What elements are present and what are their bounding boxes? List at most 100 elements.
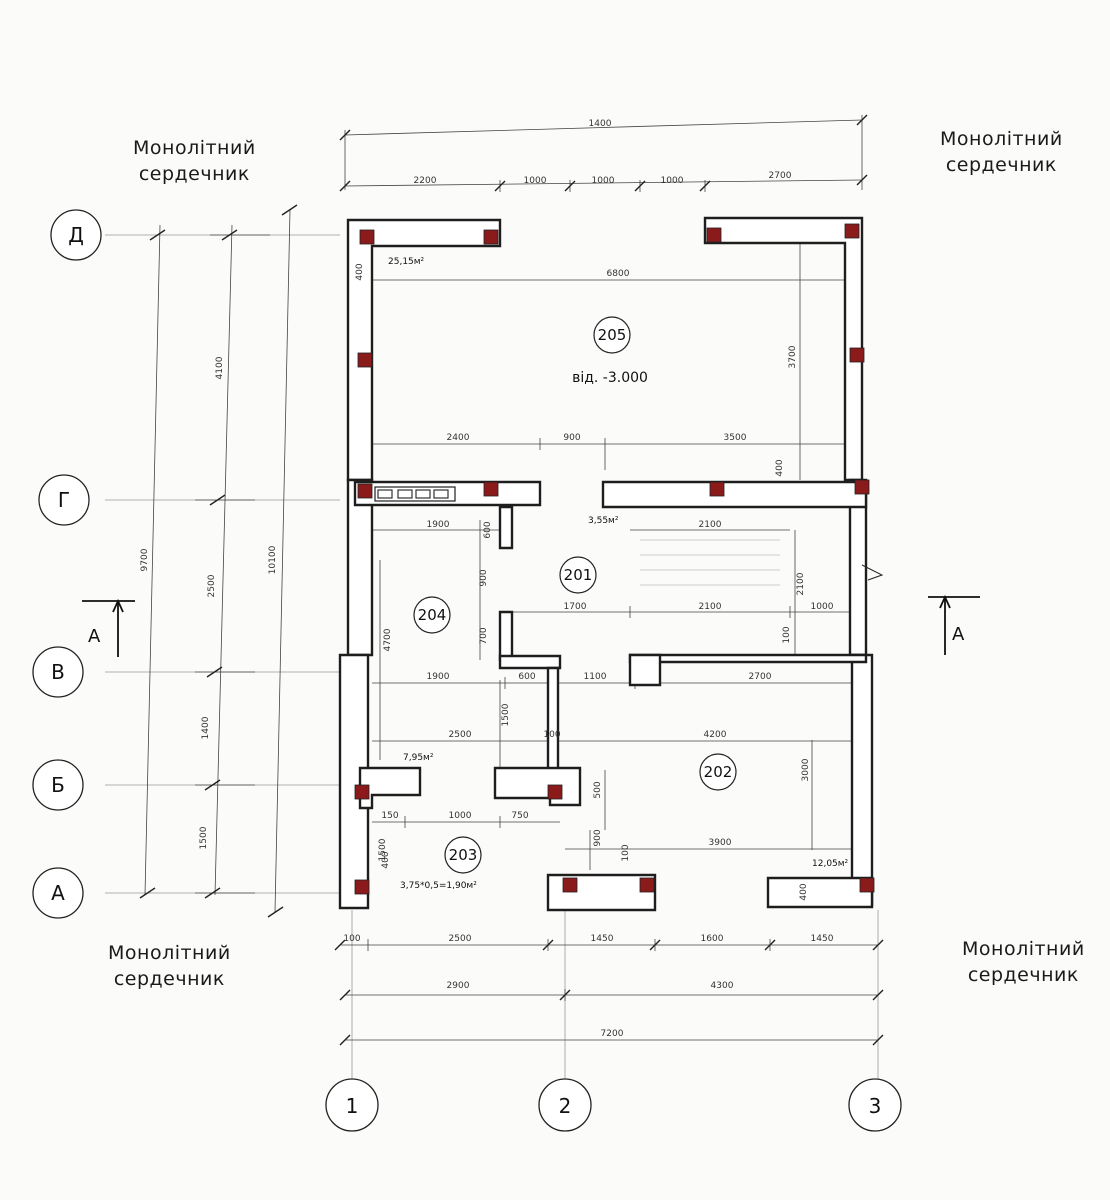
columns-group	[354, 223, 875, 895]
axis-markers	[32, 209, 902, 1132]
dim-7200: 7200	[601, 1029, 624, 1039]
dim-2100-a: 2100	[699, 520, 722, 530]
dim-bottom-2: 2500	[449, 934, 472, 944]
core-label-bottom-left: Монолітний сердечник	[108, 942, 231, 990]
wall-right-lower	[850, 653, 874, 907]
partition-1	[498, 505, 514, 550]
dim-left-4100: 4100	[215, 356, 225, 379]
dim-v-4700: 4700	[383, 628, 393, 651]
room-number-204: 204	[418, 606, 447, 624]
dim-v-600: 600	[483, 521, 493, 538]
axis-circle-col-2	[538, 1078, 592, 1132]
axis-label-row-g: Г	[58, 488, 70, 512]
wall-a-right	[766, 876, 874, 909]
dim-900: 900	[563, 433, 580, 443]
wall-top-right	[703, 216, 864, 482]
dim-left-1500: 1500	[199, 826, 209, 849]
wall-b-left	[358, 766, 422, 810]
partition-4	[546, 666, 560, 772]
dim-left-10100: 10100	[268, 545, 278, 574]
dim-top-5: 2700	[769, 171, 792, 181]
section-label-right: А	[952, 624, 965, 645]
dim-top-2: 1000	[524, 176, 547, 186]
concrete-column	[357, 352, 373, 368]
dim-v-1500-b: 1500	[378, 838, 388, 861]
cabinet-units	[377, 489, 449, 499]
concrete-column	[359, 229, 375, 245]
stair-hatching	[640, 539, 780, 586]
section-label-left: А	[88, 626, 101, 647]
dim-bottom-5: 1450	[811, 934, 834, 944]
dim-v-2100: 2100	[796, 572, 806, 595]
dim-v-400-c: 400	[775, 459, 785, 476]
core-label-bottom-right: Монолітний сердечник	[962, 938, 1085, 986]
room-markers	[413, 316, 737, 874]
dim-1700: 1700	[564, 602, 587, 612]
axis-circle-row-d	[50, 209, 102, 261]
dim-v-400-a: 400	[355, 263, 365, 280]
dim-1100: 1100	[584, 672, 607, 682]
concrete-column	[357, 483, 373, 499]
partition-3	[498, 654, 562, 670]
dim-left-9700: 9700	[140, 548, 150, 571]
concrete-column	[562, 877, 578, 893]
axis-circle-row-v	[32, 646, 84, 698]
dim-v-500: 500	[593, 781, 603, 798]
axis-label-col-3: 3	[869, 1094, 882, 1118]
dim-top-total: 1400	[589, 119, 612, 129]
wall-left-upper	[346, 478, 374, 657]
concrete-column	[354, 784, 370, 800]
area-201: 3,55м²	[588, 516, 619, 526]
axis-circle-row-b	[32, 759, 84, 811]
room-number-201: 201	[564, 566, 593, 584]
dim-2500-a: 2500	[449, 730, 472, 740]
area-204: 7,95м²	[403, 753, 434, 763]
concrete-column	[483, 481, 499, 497]
concrete-column	[354, 879, 370, 895]
dim-3500: 3500	[724, 433, 747, 443]
dim-4300: 4300	[711, 981, 734, 991]
dim-bottom-4: 1600	[701, 934, 724, 944]
core-label-top-right: Монолітний сердечник	[940, 128, 1063, 176]
shaft-box	[628, 653, 662, 687]
axis-label-row-d: Д	[68, 223, 84, 247]
wall-b-mid	[493, 766, 582, 807]
dim-left-1400: 1400	[201, 716, 211, 739]
dimension-ticks	[139, 114, 884, 1046]
concrete-column	[859, 877, 875, 893]
area-205: 25,15м²	[388, 257, 425, 267]
area-203: 3,75*0,5=1,90м²	[400, 881, 477, 891]
dim-1000-b: 1000	[449, 811, 472, 821]
dimension-lines	[144, 115, 878, 1041]
wall-v-line	[628, 653, 868, 664]
dim-v-900-b: 900	[593, 829, 603, 846]
dim-top-1: 2200	[414, 176, 437, 186]
dim-v-400-b: 400	[381, 851, 391, 868]
room-number-202: 202	[704, 763, 733, 781]
dim-600: 600	[518, 672, 535, 682]
dim-bottom-1: 100	[343, 934, 360, 944]
dim-150: 150	[381, 811, 398, 821]
concrete-column	[706, 227, 722, 243]
axis-label-row-b: Б	[51, 773, 65, 797]
axis-label-row-a: А	[51, 881, 65, 905]
dim-v-1500-a: 1500	[501, 703, 511, 726]
concrete-column	[844, 223, 860, 239]
dim-2100-b: 2100	[699, 602, 722, 612]
walls	[338, 216, 874, 912]
dim-bottom-3: 1450	[591, 934, 614, 944]
axis-circle-col-3	[848, 1078, 902, 1132]
area-202: 12,05м²	[812, 859, 849, 869]
dim-v-100-a: 100	[621, 844, 631, 861]
concrete-column	[849, 347, 865, 363]
dim-v-100-b: 100	[782, 626, 792, 643]
axis-circle-row-a	[32, 867, 84, 919]
wall-left-lower	[338, 653, 370, 910]
section-mark-left	[82, 598, 135, 657]
concrete-column	[547, 784, 563, 800]
concrete-column	[709, 481, 725, 497]
axis-label-row-v: В	[51, 660, 65, 684]
concrete-column	[483, 229, 499, 245]
level-mark: від. -3.000	[572, 370, 648, 386]
axis-label-col-2: 2	[559, 1094, 572, 1118]
